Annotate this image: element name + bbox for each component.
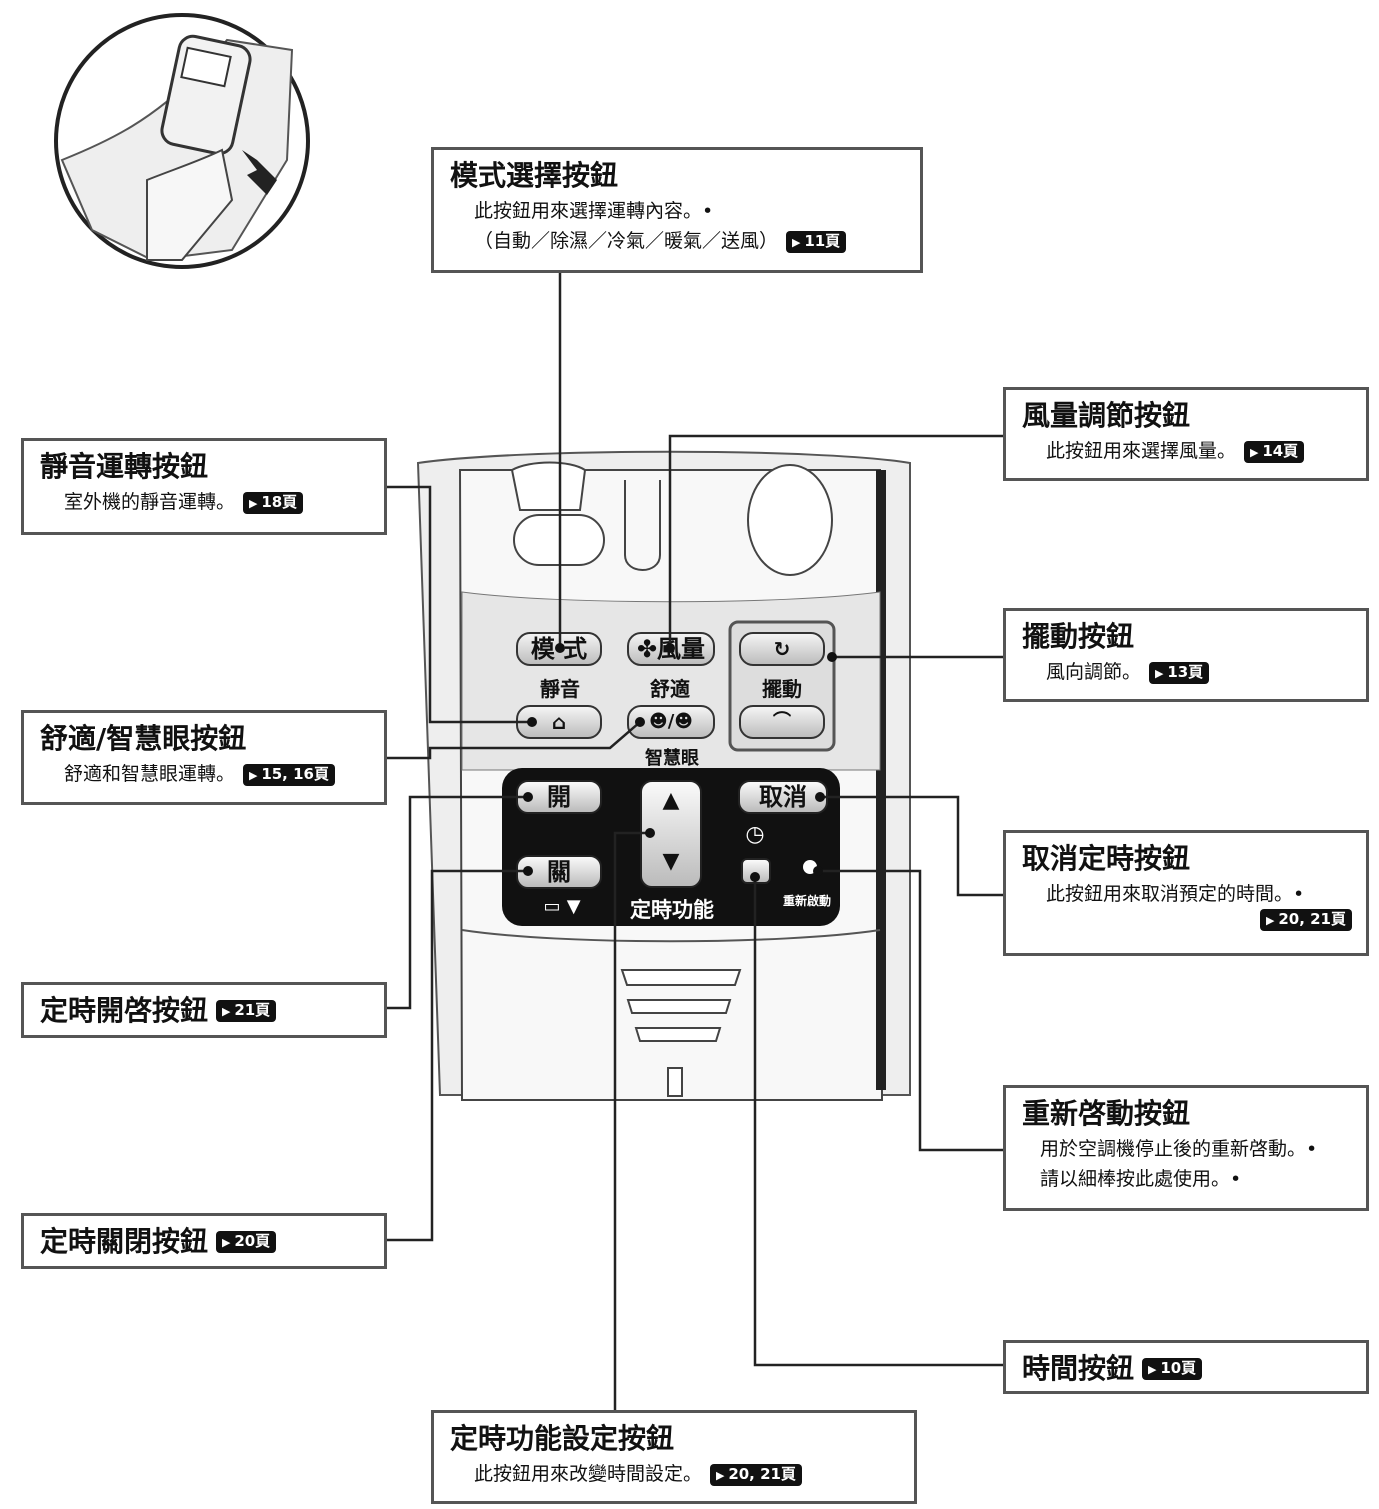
mode-desc: 此按鈕用來選擇運轉內容。• bbox=[474, 200, 714, 222]
battery-icon: ▭ ▼ bbox=[543, 896, 581, 917]
quiet-label: 靜音 bbox=[540, 677, 580, 701]
swing-page-ref: 13頁 bbox=[1149, 662, 1210, 684]
callout-timer-set: 定時功能設定按鈕 此按鈕用來改變時間設定。 20, 21頁 bbox=[431, 1410, 917, 1504]
mode-title: 模式選擇按鈕 bbox=[450, 159, 619, 192]
fan-page-ref: 14頁 bbox=[1244, 441, 1305, 463]
swing-up-button[interactable]: ↻ bbox=[739, 632, 825, 666]
swing-vertical-icon: ↻ bbox=[773, 637, 791, 661]
swing-desc: 風向調節。 bbox=[1046, 661, 1142, 683]
clock-page-ref: 10頁 bbox=[1142, 1358, 1203, 1380]
restart-label: 重新啟動 bbox=[782, 894, 831, 908]
restart-desc: 用於空調機停止後的重新啓動。• bbox=[1040, 1138, 1318, 1160]
callout-mode: 模式選擇按鈕 此按鈕用來選擇運轉內容。• （自動／除濕／冷氣／暖氣／送風） 11頁 bbox=[431, 147, 923, 273]
fan-title: 風量調節按鈕 bbox=[1022, 399, 1191, 432]
cancel-desc: 此按鈕用來取消預定的時間。• bbox=[1046, 883, 1305, 905]
restart-desc2: 請以細棒按此處使用。• bbox=[1040, 1168, 1242, 1190]
callout-fan: 風量調節按鈕 此按鈕用來選擇風量。 14頁 bbox=[1003, 387, 1369, 481]
quiet-desc: 室外機的靜音運轉。 bbox=[64, 491, 236, 513]
timer-on-title-row: 定時開啓按鈕 21頁 bbox=[40, 995, 384, 1027]
timer-on-page-ref: 21頁 bbox=[216, 1000, 277, 1022]
fan-button-label: 風量 bbox=[657, 635, 706, 663]
comfort-eye-button[interactable]: ☻/☻ bbox=[627, 705, 715, 739]
comfort-desc-row: 舒適和智慧眼運轉。 15, 16頁 bbox=[64, 759, 384, 789]
callout-quiet: 靜音運轉按鈕 室外機的靜音運轉。 18頁 bbox=[21, 438, 387, 535]
callout-cancel: 取消定時按鈕 此按鈕用來取消預定的時間。• 20, 21頁 bbox=[1003, 830, 1369, 956]
clock-button[interactable] bbox=[741, 858, 771, 884]
fan-desc-row: 此按鈕用來選擇風量。 14頁 bbox=[1046, 436, 1366, 466]
timer-set-title: 定時功能設定按鈕 bbox=[450, 1422, 675, 1455]
cancel-ref-row: 20, 21頁 bbox=[1006, 909, 1352, 931]
callout-restart: 重新啓動按鈕 用於空調機停止後的重新啓動。• 請以細棒按此處使用。• bbox=[1003, 1085, 1369, 1211]
callout-timer-on: 定時開啓按鈕 21頁 bbox=[21, 982, 387, 1038]
swing-horizontal-button[interactable]: ⌒ bbox=[739, 705, 825, 739]
mode-page-ref: 11頁 bbox=[786, 231, 847, 253]
comfort-title: 舒適/智慧眼按鈕 bbox=[40, 722, 247, 755]
clock-icon: ◷ bbox=[745, 822, 765, 847]
quiet-title: 靜音運轉按鈕 bbox=[40, 450, 209, 483]
timer-on-title: 定時開啓按鈕 bbox=[40, 994, 209, 1027]
arrow-up-icon: ▲ bbox=[662, 788, 680, 813]
cancel-timer-button[interactable]: 取消 bbox=[738, 780, 828, 814]
timer-off-page-ref: 20頁 bbox=[216, 1231, 277, 1253]
callout-swing: 擺動按鈕 風向調節。 13頁 bbox=[1003, 608, 1369, 702]
clock-title: 時間按鈕 bbox=[1022, 1352, 1135, 1385]
comfort-desc: 舒適和智慧眼運轉。 bbox=[64, 763, 236, 785]
clock-title-row: 時間按鈕 10頁 bbox=[1022, 1353, 1366, 1385]
timer-off-title: 定時關閉按鈕 bbox=[40, 1225, 209, 1258]
mode-desc2-row: （自動／除濕／冷氣／暖氣／送風） 11頁 bbox=[474, 226, 920, 256]
comfort-label: 舒適 bbox=[650, 677, 690, 701]
cancel-page-ref: 20, 21頁 bbox=[1260, 909, 1352, 931]
cancel-title: 取消定時按鈕 bbox=[1022, 842, 1191, 875]
swing-horizontal-icon: ⌒ bbox=[773, 711, 791, 732]
house-icon: ⌂ bbox=[551, 710, 567, 734]
timer-off-title-row: 定時關閉按鈕 20頁 bbox=[40, 1226, 384, 1258]
hand-illustration bbox=[54, 13, 310, 269]
timer-set-desc: 此按鈕用來改變時間設定。 bbox=[474, 1463, 703, 1485]
swing-label: 擺動 bbox=[762, 677, 802, 701]
quiet-desc-row: 室外機的靜音運轉。 18頁 bbox=[64, 487, 384, 517]
callout-timer-off: 定時關閉按鈕 20頁 bbox=[21, 1213, 387, 1269]
swing-title: 擺動按鈕 bbox=[1022, 620, 1135, 653]
person-eye-icon: ☻/☻ bbox=[648, 711, 694, 732]
timer-function-label: 定時功能 bbox=[630, 898, 714, 922]
timer-set-page-ref: 20, 21頁 bbox=[710, 1464, 802, 1486]
mode-desc2: （自動／除濕／冷氣／暖氣／送風） bbox=[474, 230, 779, 252]
comfort-page-ref: 15, 16頁 bbox=[243, 764, 335, 786]
smart-eye-label: 智慧眼 bbox=[645, 748, 699, 769]
swing-desc-row: 風向調節。 13頁 bbox=[1046, 657, 1366, 687]
restart-title: 重新啓動按鈕 bbox=[1022, 1097, 1191, 1130]
callout-clock: 時間按鈕 10頁 bbox=[1003, 1340, 1369, 1394]
callout-comfort: 舒適/智慧眼按鈕 舒適和智慧眼運轉。 15, 16頁 bbox=[21, 710, 387, 805]
arrow-down-icon: ▼ bbox=[662, 849, 680, 874]
quiet-page-ref: 18頁 bbox=[243, 492, 304, 514]
fan-desc: 此按鈕用來選擇風量。 bbox=[1046, 440, 1237, 462]
fan-icon: ✤ bbox=[636, 635, 658, 663]
timer-set-desc-row: 此按鈕用來改變時間設定。 20, 21頁 bbox=[474, 1459, 914, 1489]
